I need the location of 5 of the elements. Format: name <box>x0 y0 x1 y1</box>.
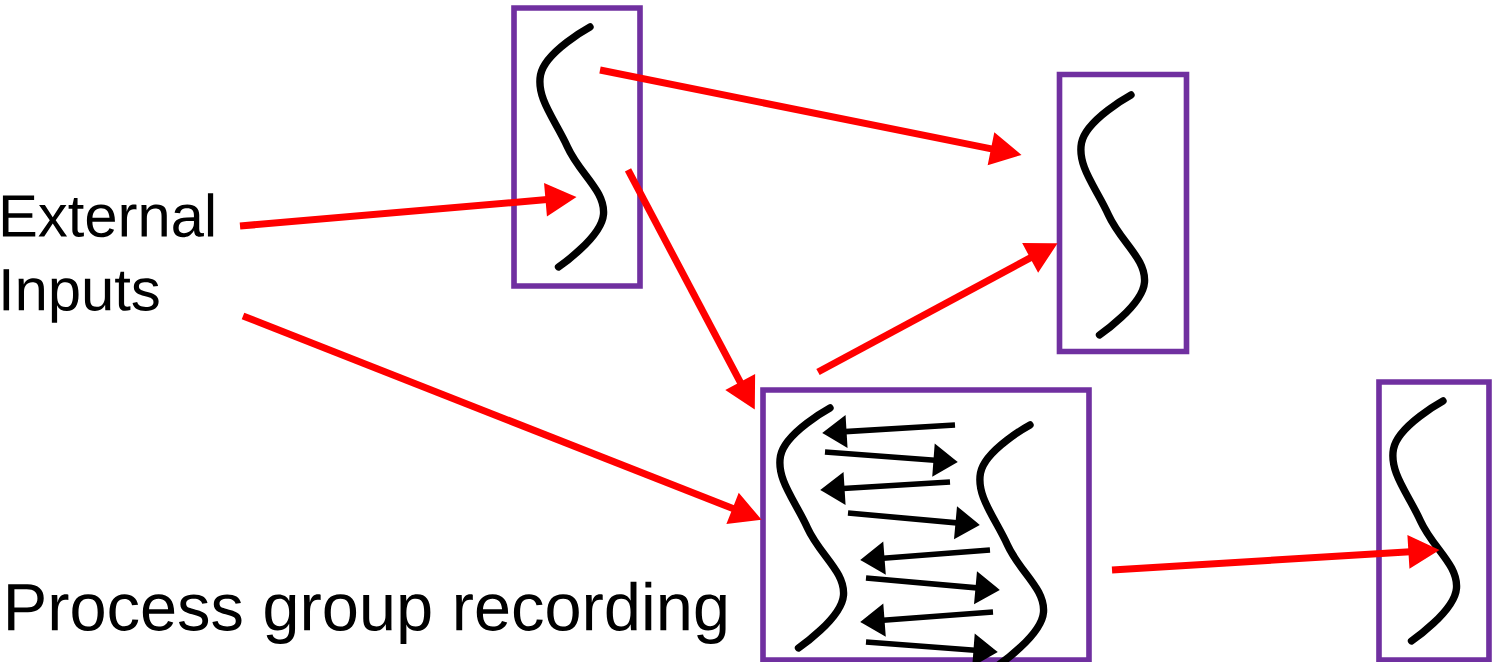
process-box <box>1376 379 1492 662</box>
input-label: External Inputs <box>2 193 214 323</box>
process-box <box>1056 71 1190 355</box>
process-box <box>760 387 1092 662</box>
process-box <box>511 5 643 289</box>
